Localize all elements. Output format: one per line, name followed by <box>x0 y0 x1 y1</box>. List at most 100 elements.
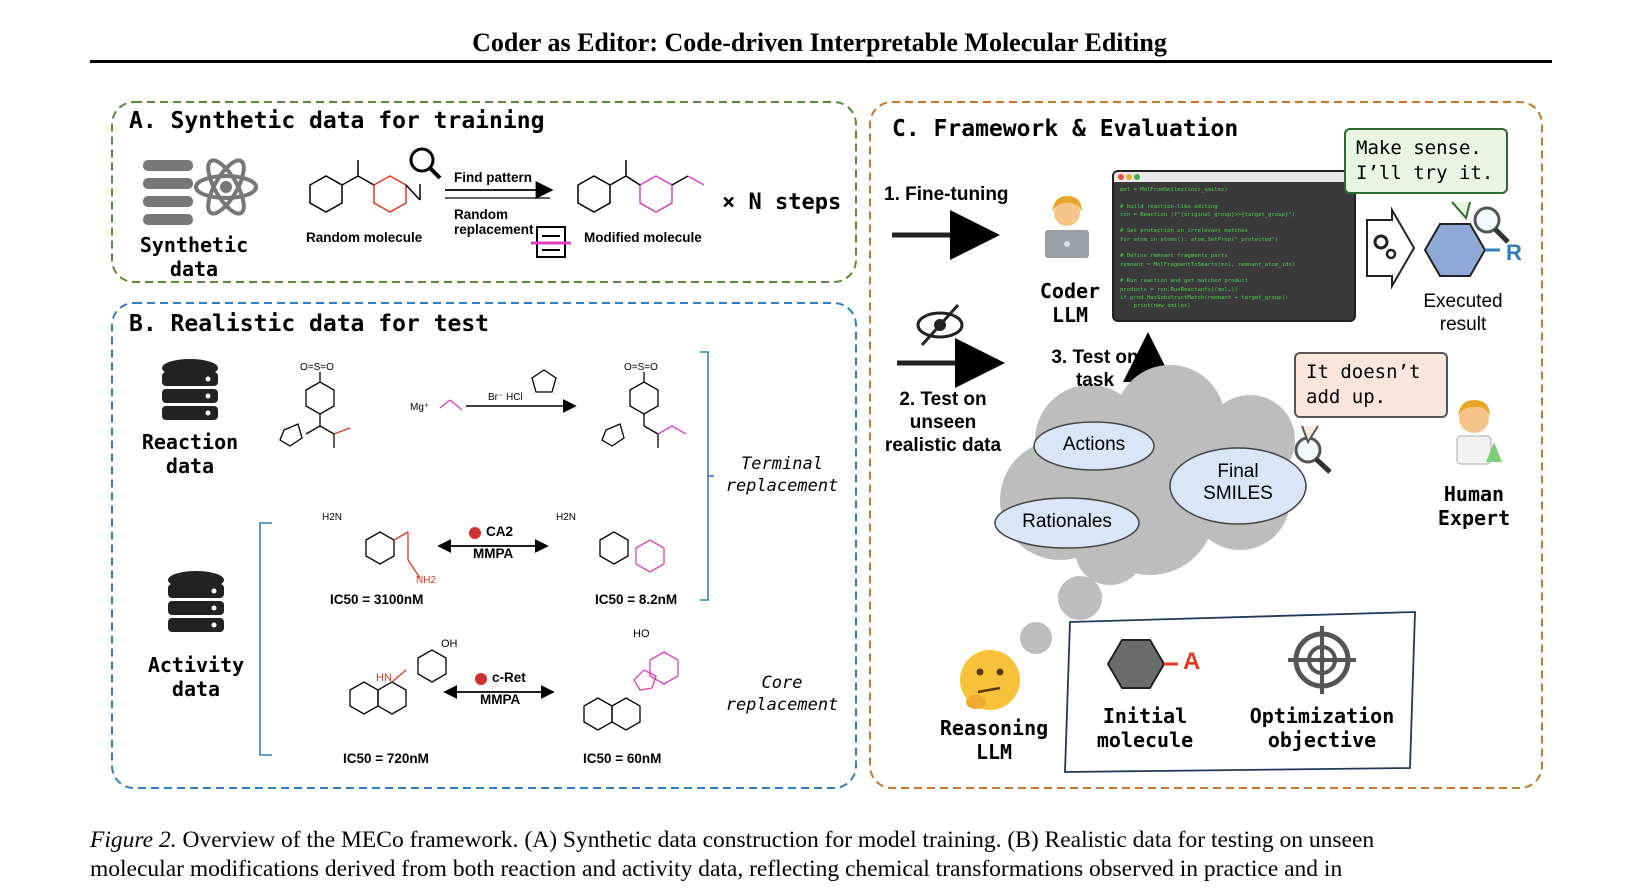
activity-bracket <box>259 522 272 756</box>
actions-label: Actions <box>1062 434 1126 455</box>
magnifier-icon-c2 <box>1294 436 1332 474</box>
executed-line1: Executed <box>1423 291 1503 312</box>
test-unseen-line1: 2. Test on <box>899 389 987 410</box>
thf-ring <box>531 369 557 393</box>
caption-text-line1: Overview of the MECo framework. (A) Synt… <box>176 827 1375 853</box>
panel-c-title: C. Framework & Evaluation <box>892 116 1239 142</box>
synthetic-data-label: Synthetic data <box>134 233 254 281</box>
reasoning-line2: LLM <box>975 740 1013 764</box>
page-title: Coder as Editor: Code-driven Interpretab… <box>472 28 1167 57</box>
actions-cloud <box>1033 421 1155 471</box>
code-lines: mol = MolFromSmiles(init_smiles) # build… <box>1120 187 1296 310</box>
amine-label: NH2 <box>416 575 437 586</box>
oh-label: OH <box>441 638 458 650</box>
activity-molecule-1 <box>365 531 421 579</box>
thinking-emoji <box>960 650 1020 710</box>
initial-line2: molecule <box>1096 728 1194 752</box>
executed-line2: result <box>1439 314 1487 335</box>
core-replacement-label: Core replacement <box>712 672 852 716</box>
eye-slash-icon <box>916 303 964 347</box>
fine-tuning-label: 1. Fine-tuning <box>884 184 1009 205</box>
result-hexagon <box>1423 223 1487 277</box>
reaction-database-icon <box>162 359 218 420</box>
doesnt-add-up-bubble: It doesn’t add up. <box>1294 352 1448 418</box>
coder-line2: LLM <box>1051 303 1089 327</box>
executed-result-label: Executed result <box>1408 290 1518 336</box>
activity-data-label: Activity data <box>136 653 256 701</box>
coder-llm-label: Coder LLM <box>1030 279 1110 327</box>
final-smiles-line1: Final <box>1217 461 1259 482</box>
sulfonamide-label-2: H2N <box>556 512 577 523</box>
terminal-replacement-label: Terminal replacement <box>712 453 852 497</box>
target-icon-ca2 <box>469 527 481 539</box>
rationales-cloud <box>994 497 1140 549</box>
code-window: mol = MolFromSmiles(init_smiles) # build… <box>1112 170 1356 322</box>
core-line2: replacement <box>725 695 839 715</box>
panel-b-title: B. Realistic data for test <box>129 311 490 337</box>
r-group-label: R <box>1506 240 1522 265</box>
coder-line1: Coder <box>1039 279 1101 303</box>
panel-a-title: A. Synthetic data for training <box>129 108 545 134</box>
activity-database-icon <box>168 571 224 632</box>
test-task-label: 3. Test on task <box>1040 346 1150 392</box>
modified-molecule-structure <box>577 160 705 213</box>
mmpa-label-2: MMPA <box>480 692 521 707</box>
reagents-label: Br⁻ HCl <box>488 392 523 403</box>
sulfonamide-label-1: H2N <box>322 512 343 523</box>
a-group-label: A <box>1183 648 1201 675</box>
objective-line1: Optimization <box>1249 704 1395 728</box>
activity-molecule-2 <box>599 531 665 573</box>
title-rule <box>90 60 1552 63</box>
terminal-line1: Terminal <box>741 454 823 474</box>
replacement-icon <box>531 226 571 258</box>
final-smiles-line2: SMILES <box>1203 483 1273 504</box>
reaction-reactant <box>279 372 351 448</box>
initial-molecule-hexagon <box>1106 639 1166 689</box>
synthetic-label-line2: data <box>169 257 219 281</box>
reaction-label-line1: Reaction <box>141 430 239 454</box>
make-sense-bubble: Make sense. I’ll try it. <box>1344 128 1508 194</box>
reaction-product <box>601 372 687 448</box>
make-sense-line1: Make sense. <box>1356 137 1482 159</box>
rationales-label: Rationales <box>1022 511 1112 532</box>
target-icon-cret <box>475 673 487 685</box>
ca2-label: CA2 <box>486 524 514 539</box>
initial-molecule-label: Initial molecule <box>1085 704 1205 752</box>
make-sense-line2: I’ll try it. <box>1356 162 1494 184</box>
activity-molecule-3 <box>349 649 447 715</box>
window-minimize-dot <box>1126 174 1132 180</box>
reaction-label-line2: data <box>165 454 215 478</box>
figure-label: Figure 2. <box>90 827 177 853</box>
activity-molecule-4 <box>583 651 679 731</box>
objective-line2: objective <box>1267 728 1377 752</box>
terminal-line2: replacement <box>725 476 839 496</box>
activity-label-line1: Activity <box>147 653 245 677</box>
synthetic-label-line1: Synthetic <box>139 233 249 257</box>
activity-label-line2: data <box>171 677 221 701</box>
ic50-label-1: IC50 = 3100nM <box>330 592 424 607</box>
random-replacement-label: Random replacement <box>454 207 534 237</box>
test-unseen-line2: unseen <box>909 412 977 433</box>
ic50-label-3: IC50 = 720nM <box>343 751 429 766</box>
magnifier-icon-a <box>409 147 442 180</box>
panel-b-border <box>111 302 857 789</box>
test-unseen-line3: realistic data <box>884 435 1002 456</box>
executed-gear-arrow <box>1366 206 1416 290</box>
random-molecule-label: Random molecule <box>306 230 423 245</box>
magnifier-icon-c1 <box>1473 206 1510 244</box>
ho-label: HO <box>633 628 650 640</box>
initial-line1: Initial <box>1102 704 1188 728</box>
panel-a-border <box>111 101 857 283</box>
code-window-titlebar <box>1114 172 1354 182</box>
panel-c-border <box>869 101 1543 789</box>
window-maximize-dot <box>1134 174 1140 180</box>
reaction-data-label: Reaction data <box>130 430 250 478</box>
modified-molecule-label: Modified molecule <box>584 230 702 245</box>
find-pattern-label: Find pattern <box>454 170 532 185</box>
hn-label: HN <box>376 672 392 684</box>
mmpa-label-1: MMPA <box>473 546 514 561</box>
test-task-line1: 3. Test on <box>1051 347 1139 368</box>
test-task-line2: task <box>1075 370 1115 391</box>
coder-avatar <box>1045 196 1089 258</box>
